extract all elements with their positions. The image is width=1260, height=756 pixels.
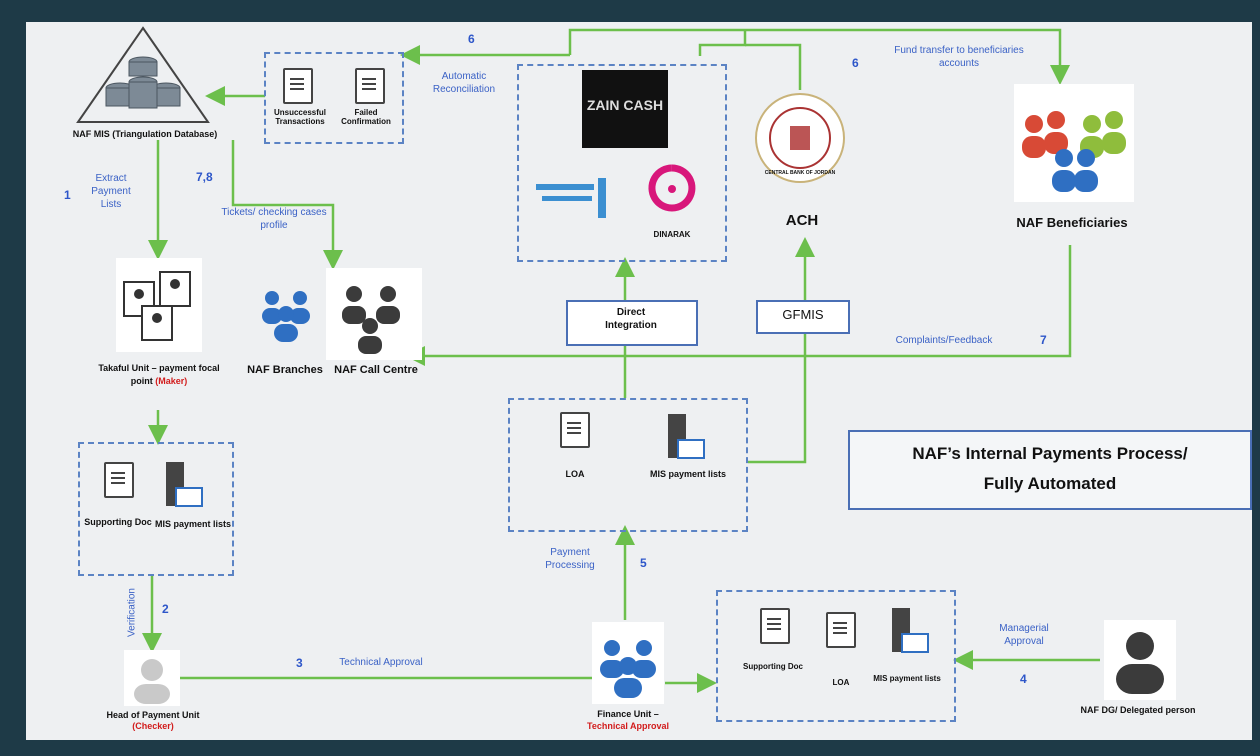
document-icon xyxy=(283,68,313,104)
fund-transfer-label: Fund transfer to beneficiaries accounts xyxy=(894,45,1024,69)
dinarak-text: DINARAK xyxy=(653,230,691,239)
step-3: 3 xyxy=(296,656,303,670)
head-payment-label: Head of Payment Unit (Checker) xyxy=(92,710,214,732)
finance-label: Finance Unit – xyxy=(597,709,659,719)
finance-people-icon xyxy=(592,622,664,704)
technical-approval-label: Technical Approval xyxy=(339,657,423,668)
approval-docs-box xyxy=(716,590,956,722)
takaful-label: Takaful Unit – payment focal point (Make… xyxy=(96,362,222,388)
loa-label-2: LOA xyxy=(832,678,850,687)
takaful-icon xyxy=(116,258,202,352)
direct-integration-label: Direct Integration xyxy=(605,307,657,331)
wallets-box xyxy=(517,64,727,262)
server-icon xyxy=(162,460,206,510)
maker-role: (Maker) xyxy=(155,376,188,386)
document-icon xyxy=(560,412,590,448)
head-payment-avatar xyxy=(124,650,180,706)
maker-docs-box xyxy=(78,442,234,576)
unsuccessful-label: Unsuccessful Transactions xyxy=(273,108,327,126)
direct-integration-box xyxy=(566,300,698,346)
takaful-label-text: Takaful Unit – payment focal point xyxy=(98,363,220,386)
dinarak-logo xyxy=(638,160,706,242)
step-1: 1 xyxy=(64,188,71,202)
branches-label: NAF Branches xyxy=(247,364,323,376)
supporting-doc-label-1: Supporting Doc xyxy=(84,517,152,527)
extract-lists-label: Extract Payment Lists xyxy=(91,173,131,210)
auto-recon-label: Automatic Reconciliation xyxy=(432,71,496,95)
reconciliation-box xyxy=(264,52,404,144)
dg-avatar xyxy=(1104,620,1176,700)
title-line-2: Fully Automated xyxy=(983,474,1117,493)
database-triangle-icon xyxy=(76,26,210,123)
beneficiaries-label: NAF Beneficiaries xyxy=(1016,215,1128,230)
ach-label: ACH xyxy=(785,212,819,229)
document-icon xyxy=(826,612,856,648)
step-2: 2 xyxy=(162,602,169,616)
mis-lists-label-1: MIS payment lists xyxy=(154,519,232,529)
arrow-complaints xyxy=(405,245,1072,366)
gfmis-box xyxy=(756,300,850,334)
supporting-doc-label-2: Supporting Doc xyxy=(743,662,803,671)
loa-label-1: LOA xyxy=(565,469,585,479)
beneficiaries-people-icon xyxy=(1014,84,1134,202)
step-4: 4 xyxy=(1020,672,1027,686)
central-bank-seal-icon xyxy=(752,90,848,186)
title-line-1: NAF’s Internal Payments Process/ xyxy=(912,444,1188,463)
step-7-8: 7,8 xyxy=(196,170,213,184)
document-icon xyxy=(760,608,790,644)
mis-database xyxy=(72,24,214,124)
title-box xyxy=(848,430,1252,510)
branches-people-icon xyxy=(254,276,320,346)
checker-role: (Checker) xyxy=(132,721,174,731)
step-6b: 6 xyxy=(852,56,859,70)
managerial-label: Managerial Approval xyxy=(999,623,1049,647)
mis-database-label: NAF MIS (Triangulation Database) xyxy=(72,129,218,139)
call-centre-icon xyxy=(326,268,422,360)
complaints-label: Complaints/Feedback xyxy=(895,335,993,346)
arrow-gfmis-down xyxy=(748,332,807,464)
arrow-ach-up xyxy=(745,43,802,90)
dg-label: NAF DG/ Delegated person xyxy=(1080,705,1196,715)
loa-box xyxy=(508,398,748,532)
server-icon xyxy=(888,606,932,656)
mis-lists-label-3: MIS payment lists xyxy=(873,674,941,683)
payment-processing-label: Payment Processing xyxy=(545,547,595,571)
zain-cash-text: ZAIN CASH xyxy=(586,97,664,113)
document-icon xyxy=(104,462,134,498)
central-bank-text: CENTRAL BANK OF JORDAN xyxy=(764,170,836,176)
zain-cash-logo xyxy=(582,70,668,148)
failed-confirmation-label: Failed Confirmation xyxy=(341,108,391,126)
head-payment-text: Head of Payment Unit xyxy=(106,710,200,720)
document-icon xyxy=(355,68,385,104)
step-6a: 6 xyxy=(468,32,475,46)
server-icon xyxy=(664,412,708,462)
wallet-logo-icon xyxy=(532,170,612,230)
step-5: 5 xyxy=(640,556,647,570)
call-centre-label: NAF Call Centre xyxy=(334,364,418,376)
arrow-6-top xyxy=(568,28,1060,80)
gfmis-label: GFMIS xyxy=(782,307,824,322)
finance-role: Technical Approval xyxy=(586,721,670,731)
tickets-label: Tickets/ checking cases profile xyxy=(221,207,327,231)
verification-label: Verification xyxy=(126,588,138,637)
step-7: 7 xyxy=(1040,333,1047,347)
arrow-tickets xyxy=(231,140,343,270)
mis-lists-label-2: MIS payment lists xyxy=(649,469,727,479)
